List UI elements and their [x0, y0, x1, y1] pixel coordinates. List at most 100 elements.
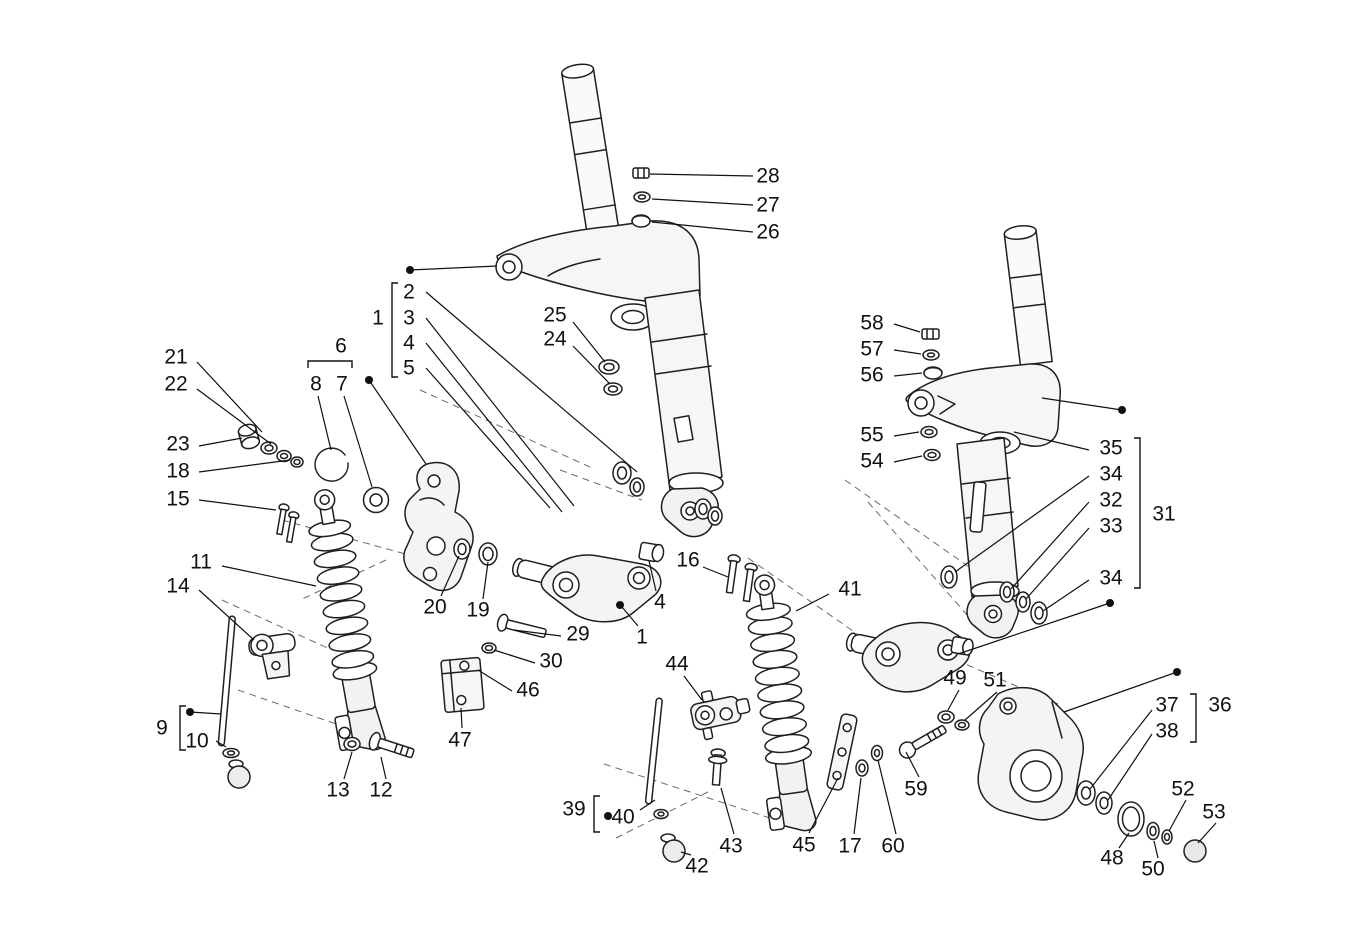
assembly-dot [1118, 406, 1126, 414]
part-label-26[interactable]: 26 [756, 220, 780, 244]
part-label-34b[interactable]: 34 [1099, 566, 1123, 590]
part-label-17[interactable]: 17 [838, 834, 862, 858]
part-label-20[interactable]: 20 [423, 595, 447, 619]
part-label-49[interactable]: 49 [943, 666, 967, 690]
part-label-50[interactable]: 50 [1141, 857, 1165, 881]
part-label-30[interactable]: 30 [539, 649, 563, 673]
part-label-36[interactable]: 36 [1208, 693, 1232, 717]
part-label-38[interactable]: 38 [1155, 719, 1179, 743]
leader-line-56 [893, 372, 923, 377]
part-label-13[interactable]: 13 [326, 778, 350, 802]
part-label-52[interactable]: 52 [1171, 777, 1195, 801]
part-label-1a[interactable]: 1 [372, 306, 384, 330]
part-label-33[interactable]: 33 [1099, 514, 1123, 538]
part-label-6[interactable]: 6 [335, 334, 347, 358]
mount-bracket-46 [440, 656, 485, 714]
leader-line-4a [425, 342, 563, 513]
part-label-58[interactable]: 58 [860, 311, 884, 335]
leader-line-10 [215, 740, 227, 748]
part-label-56[interactable]: 56 [860, 363, 884, 387]
part-label-4b[interactable]: 4 [654, 590, 666, 614]
part-label-51[interactable]: 51 [983, 668, 1007, 692]
part-label-39[interactable]: 39 [562, 797, 586, 821]
leader-line-43 [720, 787, 735, 835]
part-label-53[interactable]: 53 [1202, 800, 1226, 824]
leader-line-8 [317, 395, 332, 451]
part-label-10[interactable]: 10 [185, 729, 209, 753]
leader-line-1b [621, 606, 639, 627]
part-label-24[interactable]: 24 [543, 327, 567, 351]
part-label-37[interactable]: 37 [1155, 693, 1179, 717]
part-label-12[interactable]: 12 [369, 778, 393, 802]
part-label-54[interactable]: 54 [860, 449, 884, 473]
leader-line-marker-knuckle [1063, 671, 1178, 713]
part-label-14[interactable]: 14 [166, 574, 190, 598]
part-label-16[interactable]: 16 [676, 548, 700, 572]
part-label-42[interactable]: 42 [685, 854, 709, 878]
fork-leg-center [644, 289, 724, 538]
leader-line-5 [425, 367, 551, 509]
part-label-46[interactable]: 46 [516, 678, 540, 702]
valve-assembly-44 [690, 690, 751, 741]
leader-line-18 [198, 459, 291, 473]
part-label-29[interactable]: 29 [566, 622, 590, 646]
part-label-60[interactable]: 60 [881, 834, 905, 858]
shock-absorber-left [308, 489, 386, 752]
steering-bearing-parts-left [237, 423, 390, 544]
fasteners-12-13 [343, 731, 415, 759]
part-label-34a[interactable]: 34 [1099, 462, 1123, 486]
part-label-4a[interactable]: 4 [403, 331, 415, 355]
part-label-7[interactable]: 7 [336, 372, 348, 396]
part-label-47[interactable]: 47 [448, 728, 472, 752]
part-label-5[interactable]: 5 [403, 356, 415, 380]
part-label-1b[interactable]: 1 [636, 625, 648, 649]
part-label-18[interactable]: 18 [166, 459, 190, 483]
bracket-group-35-34 [1134, 437, 1141, 589]
leader-line-34b [1042, 579, 1090, 612]
part-label-3[interactable]: 3 [403, 306, 415, 330]
part-label-19[interactable]: 19 [466, 598, 490, 622]
shock-mount-bracket [248, 632, 296, 680]
part-label-59[interactable]: 59 [904, 777, 928, 801]
bracket-group-40 [593, 795, 600, 833]
part-label-28[interactable]: 28 [756, 164, 780, 188]
part-label-57[interactable]: 57 [860, 337, 884, 361]
part-label-40[interactable]: 40 [611, 805, 635, 829]
leader-line-50 [1153, 840, 1159, 859]
leader-line-22 [196, 388, 272, 445]
leader-line-48 [1118, 832, 1130, 849]
part-label-32[interactable]: 32 [1099, 488, 1123, 512]
part-label-21[interactable]: 21 [164, 345, 188, 369]
part-label-31[interactable]: 31 [1152, 502, 1176, 526]
part-label-55[interactable]: 55 [860, 423, 884, 447]
part-label-48[interactable]: 48 [1100, 846, 1124, 870]
hub-bearings [1076, 780, 1207, 863]
part-label-22[interactable]: 22 [164, 372, 188, 396]
part-label-43[interactable]: 43 [719, 834, 743, 858]
part-label-15[interactable]: 15 [166, 487, 190, 511]
leader-line-54 [893, 455, 923, 463]
leader-line-15 [198, 499, 277, 511]
part-label-11[interactable]: 11 [190, 550, 212, 574]
leader-line-30 [493, 649, 536, 664]
screws-16 [725, 554, 758, 603]
part-label-2[interactable]: 2 [403, 280, 415, 304]
part-label-35[interactable]: 35 [1099, 436, 1123, 460]
assembly-dot [365, 376, 373, 384]
tie-rod-left [217, 615, 251, 789]
steering-knuckle-bracket [403, 461, 498, 592]
part-label-23[interactable]: 23 [166, 432, 190, 456]
leader-line-44 [683, 675, 703, 701]
bracket-group-10 [179, 705, 186, 751]
part-label-9[interactable]: 9 [156, 716, 168, 740]
leader-line-29 [513, 629, 562, 637]
part-label-8[interactable]: 8 [310, 372, 322, 396]
part-label-27[interactable]: 27 [756, 193, 780, 217]
part-label-41[interactable]: 41 [838, 577, 862, 601]
part-label-44[interactable]: 44 [665, 652, 689, 676]
part-label-45[interactable]: 45 [792, 833, 816, 857]
part-label-25[interactable]: 25 [543, 303, 567, 327]
